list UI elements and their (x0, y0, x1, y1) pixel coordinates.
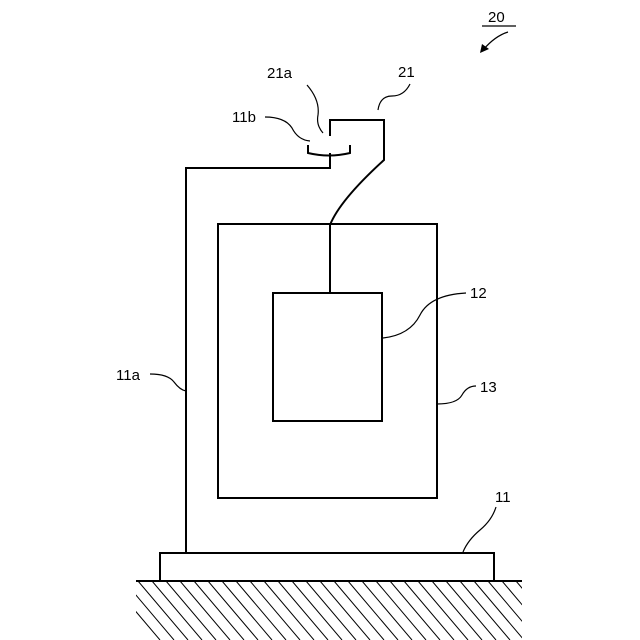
hatch-line (306, 581, 356, 640)
leader-12 (383, 293, 466, 338)
hatch-line (292, 581, 342, 640)
outer-frame (218, 224, 437, 498)
hatch-line (348, 581, 398, 640)
hatch-line (544, 581, 594, 640)
label-11: 11 (495, 489, 511, 506)
base-plate (160, 553, 494, 581)
hatch-line (110, 581, 160, 640)
leader-11b (265, 117, 310, 141)
hatch-line (194, 581, 244, 640)
leader-13 (437, 386, 476, 404)
hatch-line (124, 581, 174, 640)
label-21a: 21a (267, 65, 293, 82)
support-column (186, 153, 330, 553)
label-21: 21 (398, 64, 415, 81)
leader-21 (378, 84, 410, 110)
label-20: 20 (488, 9, 505, 26)
inner-box (273, 293, 382, 421)
hatch-line (236, 581, 286, 640)
label-11a: 11a (116, 367, 141, 384)
leader-11 (463, 507, 496, 552)
hatch-line (208, 581, 258, 640)
hatch-line (264, 581, 314, 640)
hatch-line (460, 581, 510, 640)
hatch-line (334, 581, 384, 640)
label-11b: 11b (232, 109, 256, 126)
hatch-line (390, 581, 440, 640)
hatch-line (530, 581, 580, 640)
hatch-line (446, 581, 496, 640)
hatch-line (474, 581, 524, 640)
hatch-line (558, 581, 608, 640)
leader-21a (307, 85, 323, 133)
hatch-line (376, 581, 426, 640)
arrow-20-shaft (483, 32, 508, 50)
ground-hatching (110, 581, 608, 640)
hatch-line (152, 581, 202, 640)
hatch-line (516, 581, 566, 640)
ground-hatch-lines (110, 581, 608, 640)
hatch-line (138, 581, 188, 640)
hatch-line (488, 581, 538, 640)
hatch-line (180, 581, 230, 640)
hatch-line (222, 581, 272, 640)
hatch-line (432, 581, 482, 640)
hatch-line (404, 581, 454, 640)
hatch-line (418, 581, 468, 640)
head-and-cable (330, 120, 384, 293)
hatch-line (320, 581, 370, 640)
label-12: 12 (470, 285, 487, 302)
hatch-line (278, 581, 328, 640)
hatch-line (166, 581, 216, 640)
leader-11a (150, 374, 186, 391)
hatch-line (362, 581, 412, 640)
hatch-line (502, 581, 552, 640)
label-13: 13 (480, 379, 497, 396)
hatch-line (250, 581, 300, 640)
